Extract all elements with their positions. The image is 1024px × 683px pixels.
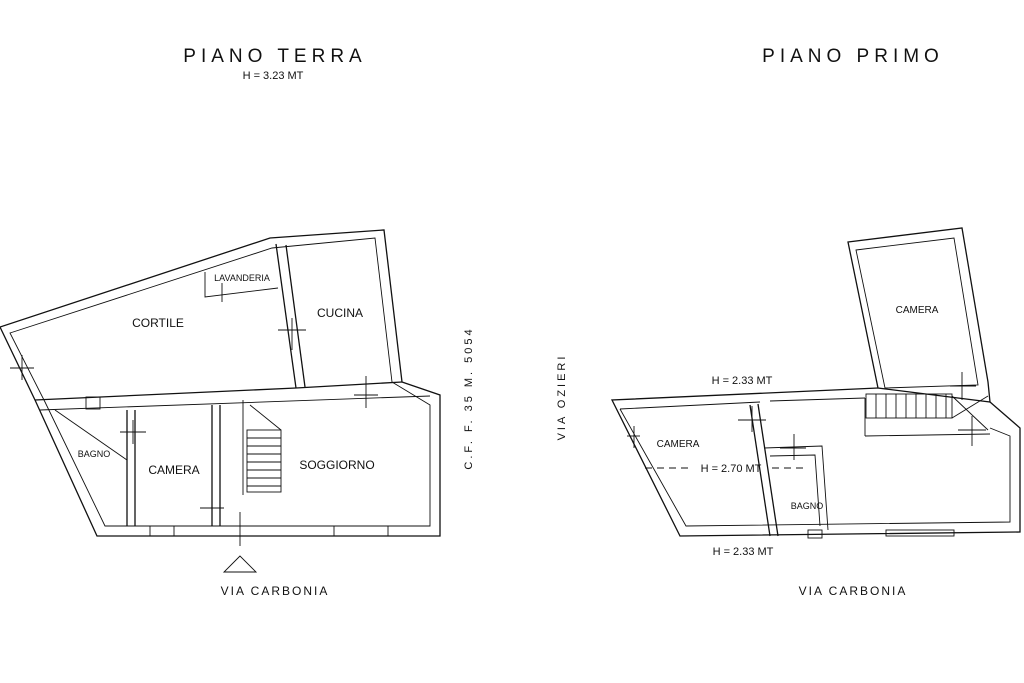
first-camera-left-label: CAMERA [657, 439, 700, 450]
lavanderia-label: LAVANDERIA [214, 273, 270, 283]
ground-floor-height: H = 3.23 MT [243, 70, 304, 82]
cortile-label: CORTILE [132, 316, 184, 330]
entrance-marker [222, 555, 258, 573]
cucina-label: CUCINA [317, 306, 363, 320]
first-height-bottom: H = 2.33 MT [713, 546, 774, 558]
via-ozieri-label: VIA OZIERI [556, 354, 568, 441]
ground-floor-plan: LAVANDERIA CORTILE CUCINA BAGNO CAMERA S… [0, 229, 441, 598]
ground-street-label: VIA CARBONIA [221, 584, 330, 598]
ground-floor-title: PIANO TERRA [183, 46, 366, 67]
first-bagno-label: BAGNO [791, 501, 824, 511]
first-street-label: VIA CARBONIA [799, 584, 908, 598]
first-camera-top-label: CAMERA [896, 305, 939, 316]
first-height-top: H = 2.33 MT [712, 375, 773, 387]
bagno-label: BAGNO [78, 449, 111, 459]
soggiorno-label: SOGGIORNO [299, 458, 374, 472]
first-floor-title: PIANO PRIMO [762, 46, 944, 67]
first-floor-plan: CAMERA CAMERA BAGNO H = 2.33 MT H = 2.70… [610, 227, 1021, 598]
cadastral-reference: C.F. F. 35 M. 5054 [463, 326, 475, 469]
camera-label: CAMERA [148, 463, 199, 477]
first-height-mid: H = 2.70 MT [701, 463, 762, 475]
